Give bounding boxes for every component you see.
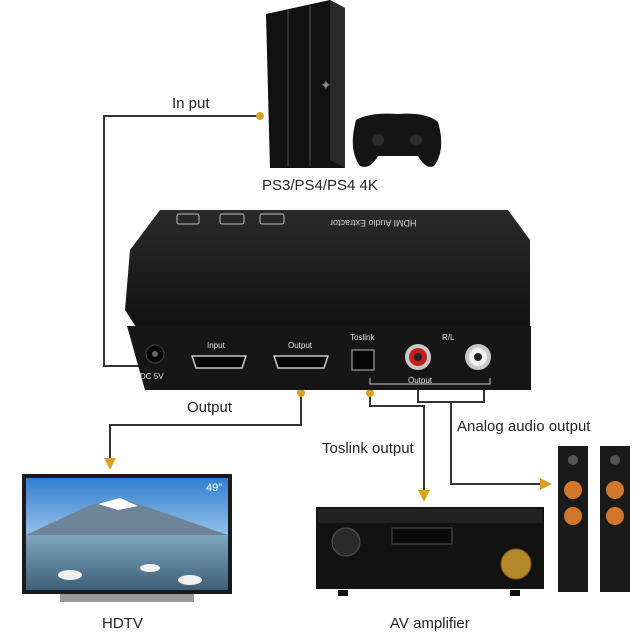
arrow-to-speakers [540, 478, 552, 490]
controller-image [352, 113, 442, 167]
connector-dot-hdmi-out [297, 389, 305, 397]
label-hdtv: HDTV [102, 615, 143, 632]
connector-dot-console [256, 112, 264, 120]
port-label-rl: R/L [442, 333, 455, 342]
extractor-box [125, 210, 531, 390]
tv-screen-size: 49" [206, 482, 223, 494]
label-av-amplifier: AV amplifier [390, 615, 470, 632]
arrow-to-tv [104, 458, 116, 470]
device-title: HDMI Audio Extractor [330, 218, 417, 228]
port-label-toslink: Toslink [350, 333, 375, 342]
connection-hdmi-output [109, 393, 302, 460]
tv-image [22, 474, 232, 602]
connection-input [103, 115, 259, 367]
connector-dot-toslink [366, 389, 374, 397]
label-output: Output [187, 399, 233, 416]
port-label-output: Output [288, 341, 313, 350]
label-input: In put [172, 95, 210, 112]
connection-toslink [369, 393, 425, 492]
svg-text:✦: ✦ [320, 78, 332, 94]
arrow-to-amplifier [418, 490, 430, 502]
port-label-input: Input [207, 341, 225, 350]
console-image: ✦ [266, 0, 345, 168]
label-toslink-output: Toslink output [322, 440, 414, 457]
label-analog-output: Analog audio output [457, 418, 591, 435]
connection-analog [417, 379, 540, 485]
port-label-audio-output: Output [408, 376, 433, 385]
speakers-image [558, 446, 630, 592]
port-label-dc: DC 5V [140, 372, 164, 381]
label-console: PS3/PS4/PS4 4K [262, 177, 378, 194]
amplifier-image [316, 507, 544, 596]
